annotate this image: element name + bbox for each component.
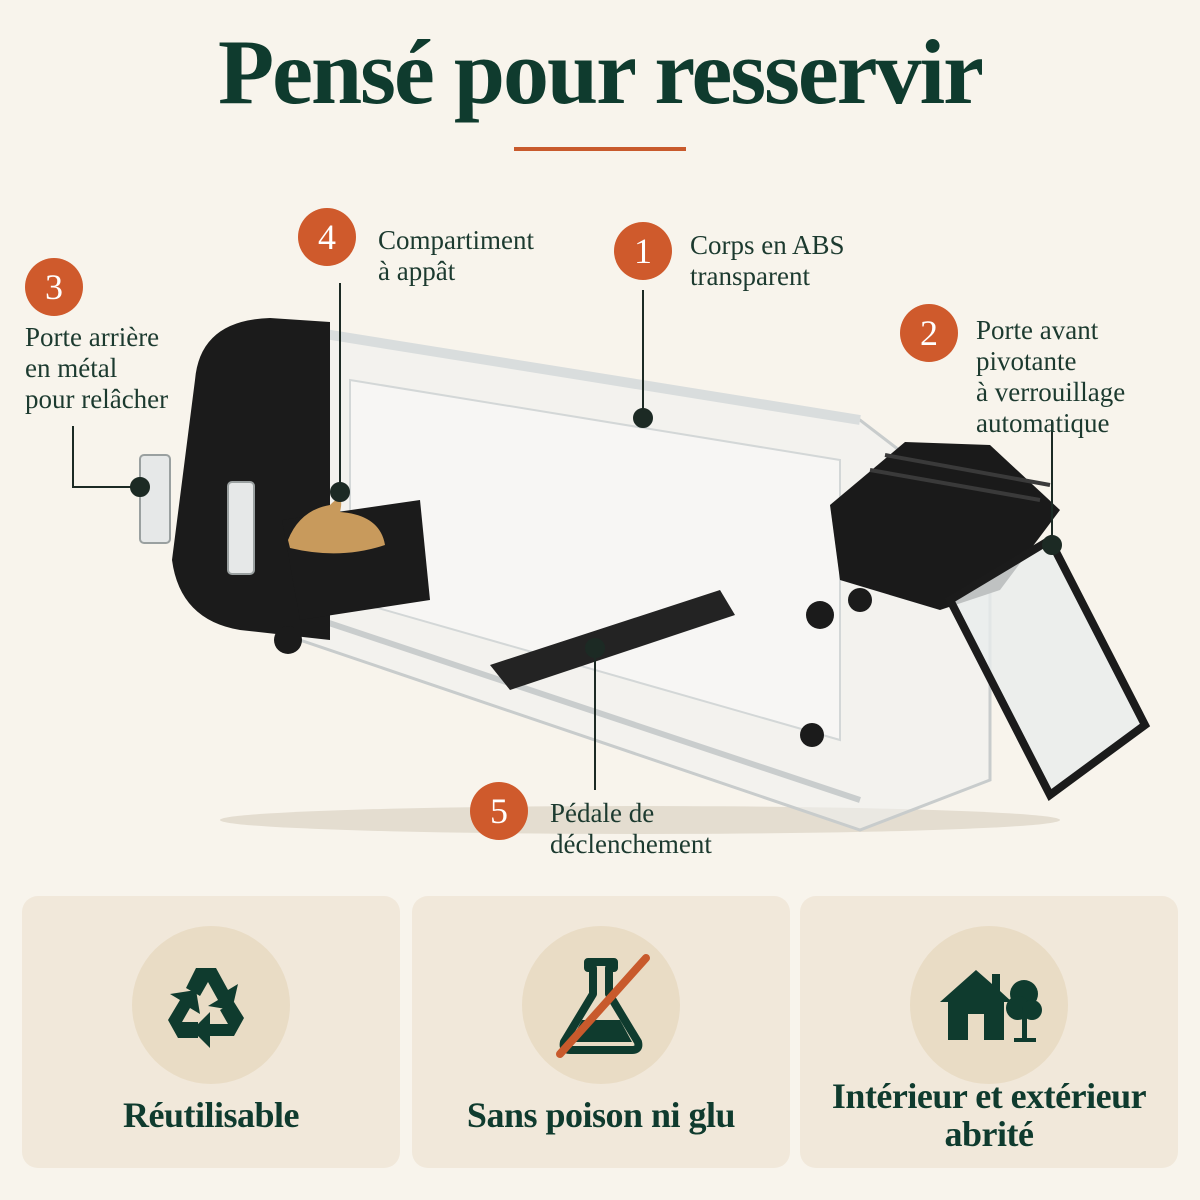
callout-label-3: Porte arrière en métal pour relâcher — [25, 322, 169, 414]
feature-card-indoor-outdoor: Intérieur et extérieur abrité — [800, 896, 1178, 1168]
feature-label-reusable: Réutilisable — [122, 1095, 300, 1135]
callout-label-1: Corps en ABS transparent — [690, 230, 845, 291]
feature-card-reusable: Réutilisable — [22, 896, 400, 1168]
callout-label-4: Compartiment à appât — [378, 225, 534, 286]
callout-badge-5: 5 — [470, 782, 528, 840]
callout-label-5: Pédale de déclenchement — [550, 798, 712, 859]
trap-illustration — [72, 283, 1151, 834]
callout-badge-1: 1 — [614, 222, 672, 280]
callout-badge-3: 3 — [25, 258, 83, 316]
feature-label-no-poison: Sans poison ni glu — [466, 1095, 736, 1135]
no-poison-flask-icon — [522, 926, 680, 1084]
house-tree-icon — [910, 926, 1068, 1084]
feature-card-no-poison: Sans poison ni glu — [412, 896, 790, 1168]
callout-badge-4: 4 — [298, 208, 356, 266]
recycle-icon — [132, 926, 290, 1084]
callout-label-2: Porte avant pivotante à verrouillage aut… — [976, 315, 1126, 438]
page-title: Pensé pour resservir — [217, 21, 984, 123]
feature-label-indoor-outdoor: Intérieur et extérieur abrité — [831, 1076, 1147, 1154]
title-underline — [514, 147, 686, 151]
callout-badge-2: 2 — [900, 304, 958, 362]
